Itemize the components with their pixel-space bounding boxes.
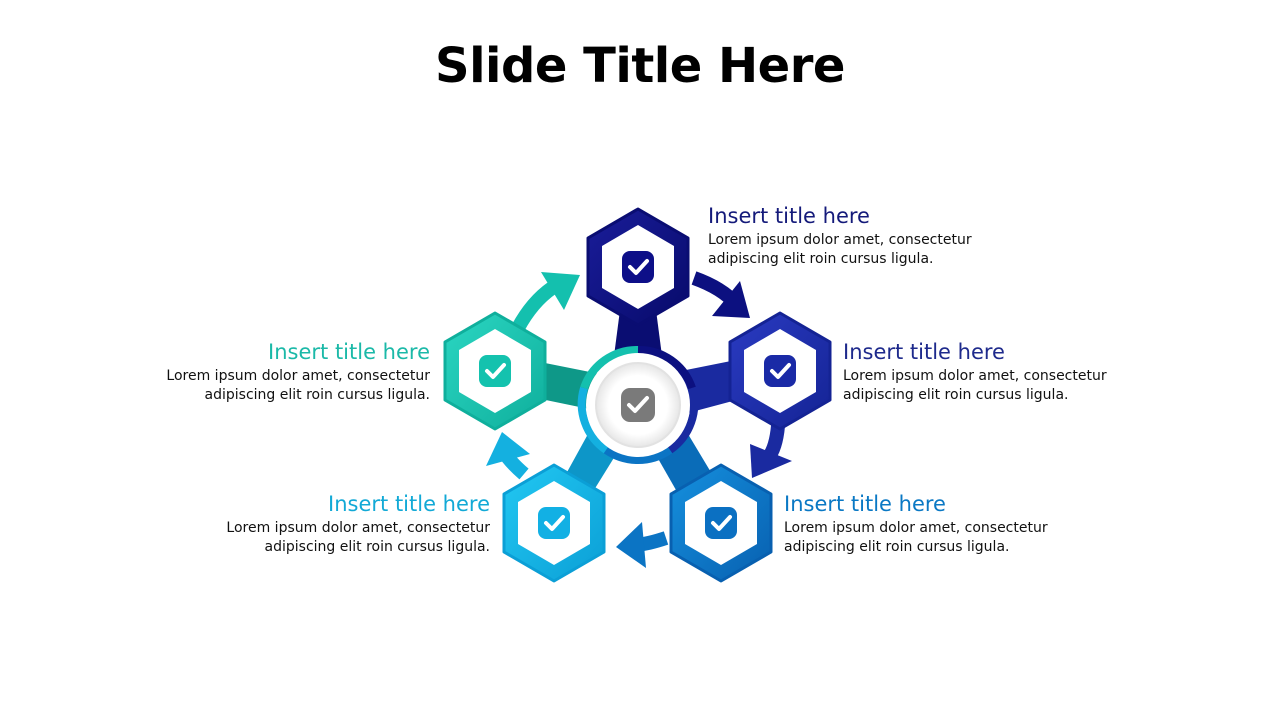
desc-line: Lorem ipsum dolor amet, consectetur	[166, 368, 430, 384]
desc-line: Lorem ipsum dolor amet, consectetur	[843, 368, 1107, 384]
check-icon	[622, 251, 654, 283]
item-description: Lorem ipsum dolor amet, consectetur adipi…	[843, 367, 1143, 405]
check-icon	[764, 355, 796, 387]
item-title: Insert title here	[708, 204, 870, 228]
desc-line: Lorem ipsum dolor amet, consectetur	[784, 520, 1048, 536]
hex-node-top	[586, 207, 690, 327]
desc-line: Lorem ipsum dolor amet, consectetur	[708, 232, 972, 248]
item-bottom-left-text: Insert title here Lorem ipsum dolor amet…	[190, 491, 490, 557]
desc-line: adipiscing elit roin cursus ligula.	[204, 387, 430, 403]
desc-line: adipiscing elit roin cursus ligula.	[843, 387, 1069, 403]
desc-line: adipiscing elit roin cursus ligula.	[264, 539, 490, 555]
check-icon	[479, 355, 511, 387]
item-top-text: Insert title here Lorem ipsum dolor amet…	[708, 203, 1008, 269]
center-node	[586, 353, 690, 457]
hex-node-bottom-left	[502, 463, 606, 583]
check-icon	[538, 507, 570, 539]
desc-line: Lorem ipsum dolor amet, consectetur	[226, 520, 490, 536]
hex-node-bottom-right	[669, 463, 773, 583]
item-description: Lorem ipsum dolor amet, consectetur adipi…	[784, 519, 1084, 557]
arrow-right-to-bottom-right	[750, 425, 792, 478]
item-right-text: Insert title here Lorem ipsum dolor amet…	[843, 339, 1143, 405]
check-icon	[705, 507, 737, 539]
arrow-left-to-top	[511, 272, 580, 332]
arrow-top-to-right	[691, 271, 750, 318]
item-title: Insert title here	[268, 340, 430, 364]
item-title: Insert title here	[843, 340, 1005, 364]
cycle-arrows	[486, 271, 792, 568]
center-ring	[577, 345, 699, 464]
item-description: Lorem ipsum dolor amet, consectetur adipi…	[130, 367, 430, 405]
item-description: Lorem ipsum dolor amet, consectetur adipi…	[708, 231, 1008, 269]
hex-node-left	[443, 311, 547, 431]
slide-title: Slide Title Here	[435, 38, 845, 94]
item-left-text: Insert title here Lorem ipsum dolor amet…	[130, 339, 430, 405]
item-title: Insert title here	[328, 492, 490, 516]
desc-line: adipiscing elit roin cursus ligula.	[708, 251, 934, 267]
desc-line: adipiscing elit roin cursus ligula.	[784, 539, 1010, 555]
arrow-bottom-left-to-left	[486, 432, 530, 480]
spoke-top	[614, 310, 662, 356]
item-bottom-right-text: Insert title here Lorem ipsum dolor amet…	[784, 491, 1084, 557]
hex-node-right	[728, 311, 832, 431]
item-description: Lorem ipsum dolor amet, consectetur adipi…	[190, 519, 490, 557]
arrow-bottom-right-to-bottom-left	[616, 522, 669, 568]
item-title: Insert title here	[784, 492, 946, 516]
